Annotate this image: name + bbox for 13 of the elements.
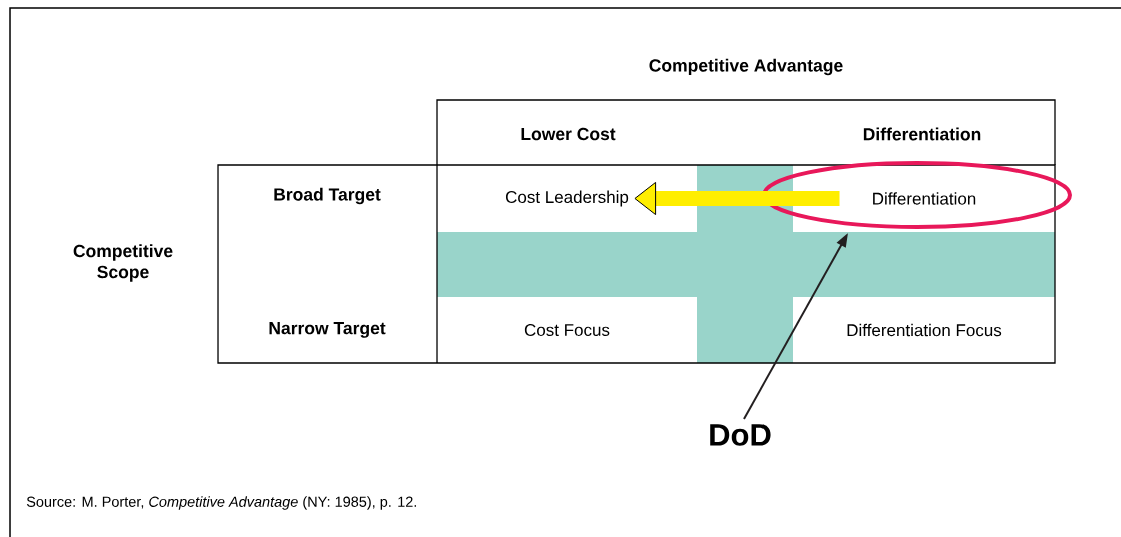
strategy-cell: Differentiation: [873, 192, 976, 205]
callout-text: DoD: [710, 424, 771, 446]
axis-title: Competitive Scope: [73, 244, 173, 282]
strategy-cell: Cost Leadership: [505, 190, 629, 207]
strategy-cell: Differentiation Focus: [847, 323, 1002, 337]
column-header: Differentiation: [863, 127, 981, 141]
row-header: Narrow Target: [269, 322, 386, 338]
row-header: Broad Target: [274, 187, 381, 205]
strategy-cell: Cost Focus: [524, 323, 610, 336]
column-header: Lower Cost: [521, 127, 616, 141]
axis-title: Competitive Advantage: [649, 58, 843, 76]
source-note: Source: M. Porter, Competitive Advantage (NY: 1985), p. 12.: [26, 496, 417, 510]
arrow: [634, 181, 840, 216]
